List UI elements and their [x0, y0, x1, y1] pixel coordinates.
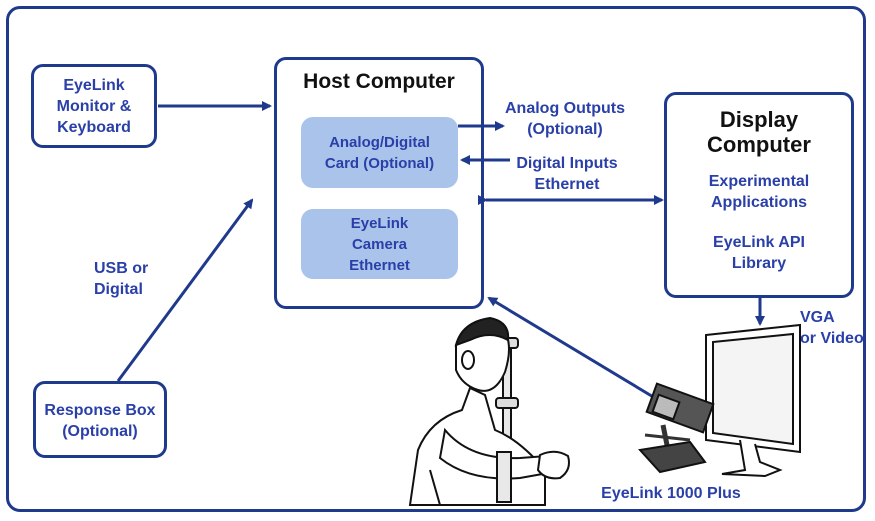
- arrow-response-to-host: [116, 198, 254, 382]
- eyelink-monitor-label: EyeLink Monitor & Keyboard: [56, 77, 132, 136]
- eyelink-camera-ethernet: EyeLink Camera Ethernet: [301, 209, 458, 279]
- eyelink-camera-icon: [638, 382, 715, 474]
- digital-inputs-ethernet-label: Digital Inputs Ethernet: [516, 155, 618, 193]
- eyelink-monitor-box: EyeLink Monitor & Keyboard: [31, 64, 157, 148]
- experimental-applications-label: Experimental Applications: [708, 173, 810, 211]
- response-box-label: Response Box (Optional): [44, 402, 156, 440]
- display-computer-title: Display Computer: [707, 107, 811, 157]
- arrow-camera-to-host: [487, 296, 656, 400]
- participant-chinrest-icon: [408, 316, 570, 506]
- usb-or-digital-label: USB or Digital: [94, 260, 149, 298]
- host-computer-title: Host Computer: [303, 70, 455, 93]
- analog-outputs-label: Analog Outputs (Optional): [505, 100, 625, 138]
- diagram-frame: [6, 6, 866, 512]
- eyelink-1000-plus-label: EyeLink 1000 Plus: [601, 485, 741, 502]
- display-monitor-icon: [705, 323, 801, 478]
- vga-or-video-label: VGA or Video: [800, 309, 864, 347]
- response-box: Response Box (Optional): [33, 381, 167, 458]
- display-computer-box: Display Computer Experimental Applicatio…: [664, 92, 854, 298]
- eyelink-api-label: EyeLink API Library: [713, 234, 805, 272]
- analog-digital-card: Analog/Digital Card (Optional): [301, 117, 458, 188]
